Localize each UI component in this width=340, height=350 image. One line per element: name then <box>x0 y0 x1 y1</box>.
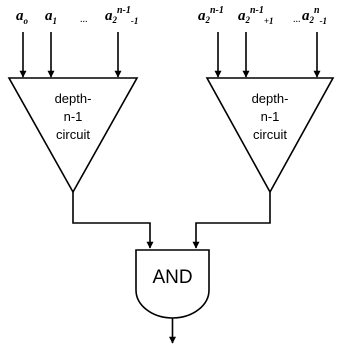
input-label-right-last: a2n-1 <box>302 5 327 26</box>
left-circuit-label-line1: depth- <box>55 91 92 106</box>
and-gate <box>135 249 210 319</box>
left-circuit-triangle <box>7 77 139 194</box>
input-label-a1: a1 <box>45 8 57 26</box>
left-circuit-label-line2: n-1 <box>64 109 83 124</box>
input-label-right-first: a2n-1 <box>198 5 224 25</box>
right-circuit-label-line3: circuit <box>253 127 287 142</box>
left-circuit-label-line3: circuit <box>56 127 90 142</box>
input-ellipsis-left: ... <box>80 14 88 25</box>
left-output-wire <box>72 192 154 249</box>
input-ellipsis-right: ... <box>293 14 301 25</box>
right-circuit-label-line1: depth- <box>252 91 289 106</box>
right-circuit-label-line2: n-1 <box>261 109 280 124</box>
input-label-right-second: a2n-1+1 <box>238 5 274 26</box>
right-output-wire <box>192 192 271 249</box>
input-label-a0: ao <box>16 8 29 26</box>
and-gate-label: AND <box>152 267 192 288</box>
right-circuit-triangle <box>205 77 335 194</box>
input-label-left-last: a2n-1-1 <box>105 5 138 26</box>
